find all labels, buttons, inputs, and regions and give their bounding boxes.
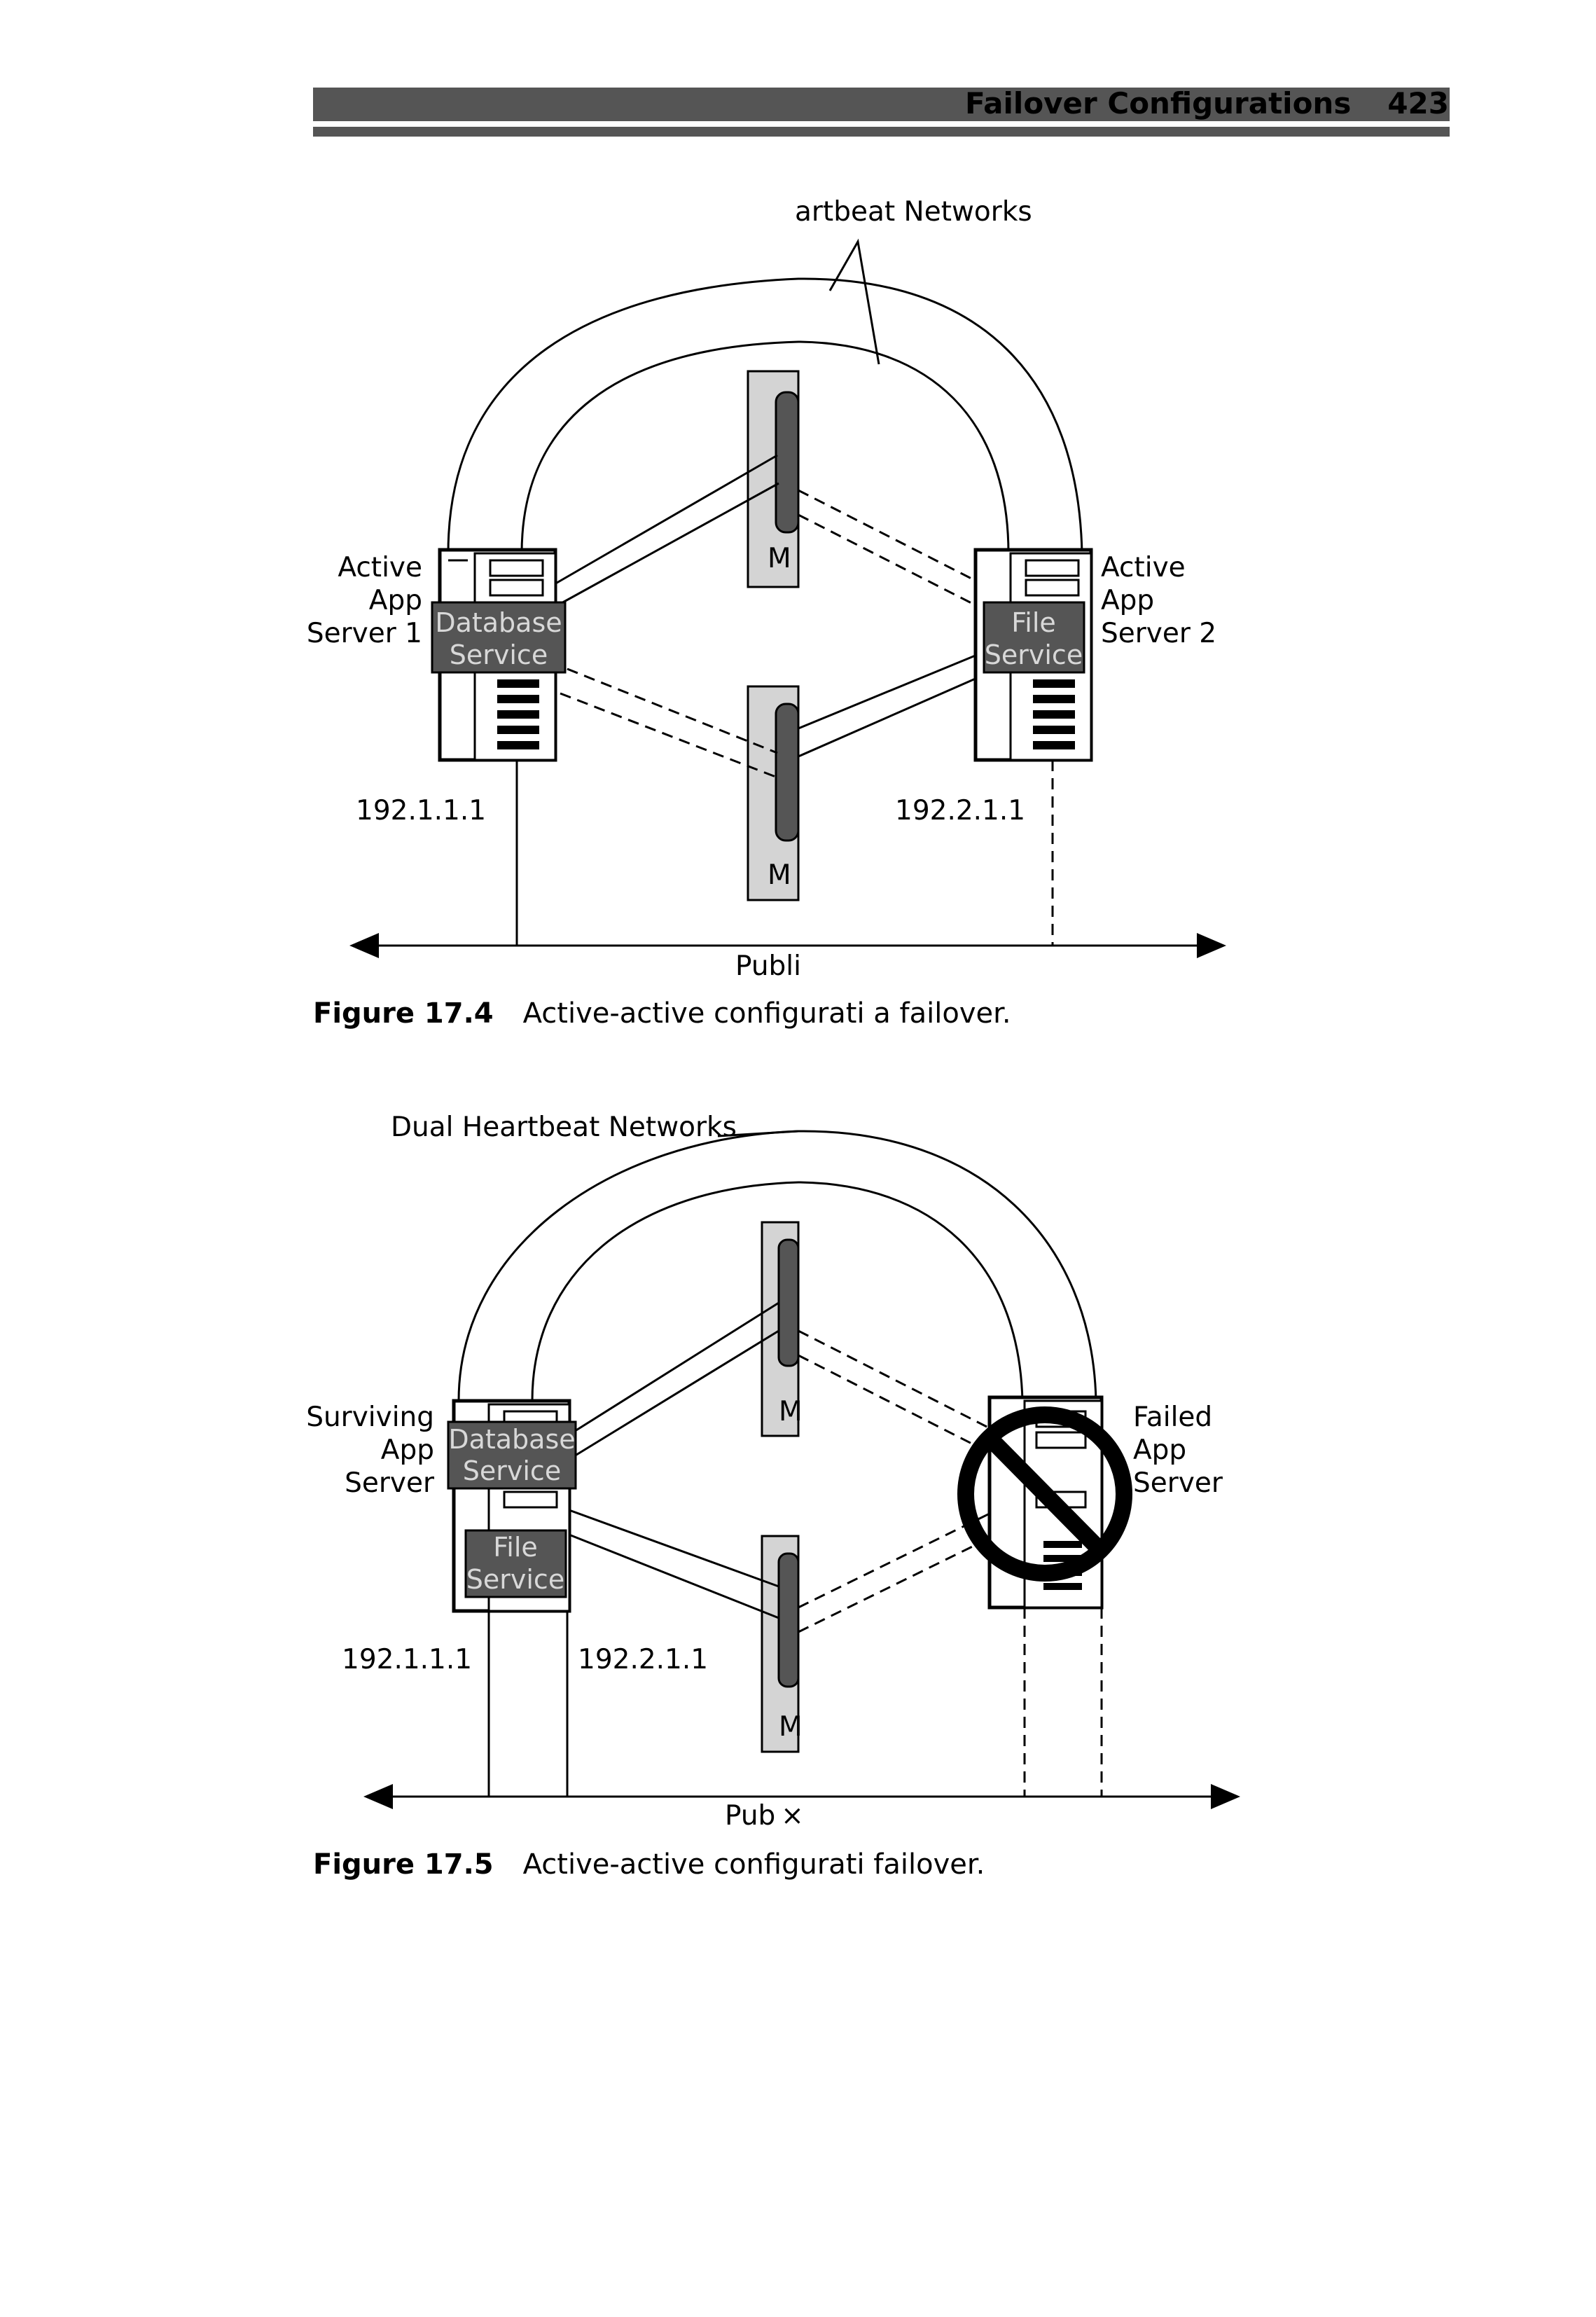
right-server-label-3: Server 2 (1101, 618, 1216, 649)
ip-label-2: 192.2.1.1 (578, 1644, 708, 1675)
right-server-label-2: App (1101, 585, 1154, 616)
page-number: 423 (1387, 86, 1449, 120)
service-line-2: Service (463, 1455, 561, 1486)
left-server-label-3: Server (345, 1467, 435, 1499)
left-server-label-1: Surviving (306, 1402, 434, 1433)
disk-bottom-label: M (768, 859, 791, 891)
figure-17-4: artbeat Networks M M (307, 196, 1226, 982)
left-ip-label: 192.1.1.1 (356, 795, 486, 826)
heartbeat-arc-outer (447, 277, 1083, 554)
header-title: Failover Configurations (964, 86, 1352, 120)
caption-number: Figure 17.5 (313, 1848, 494, 1881)
file-service-box-right (983, 601, 1085, 674)
service-line-2: Service (450, 639, 548, 670)
figure-caption-17-5: Figure 17.5 Active-active configurati fai… (313, 1847, 985, 1882)
disk-top-label: M (779, 1396, 803, 1427)
right-server-label-3: Server (1133, 1467, 1223, 1499)
disk-cylinder-top (775, 391, 800, 534)
caption-number: Figure 17.4 (313, 997, 494, 1030)
failed-prohibition-icon (957, 1406, 1132, 1582)
service-line-1: Database (448, 1424, 575, 1455)
right-server-label-2: App (1133, 1434, 1186, 1466)
service-line-1: File (493, 1532, 538, 1563)
caption-text: Active-active configurati a failover. (522, 997, 1011, 1030)
network-label: Publi (735, 950, 801, 982)
network-label: Pub × (725, 1800, 804, 1832)
header-rule (313, 127, 1450, 137)
right-server-label-1: Failed (1133, 1402, 1212, 1433)
caption-text: Active-active configurati failover. (522, 1848, 985, 1881)
heartbeat-callout (828, 238, 880, 365)
disk-cylinder-bottom (775, 703, 800, 842)
service-line-2: Service (985, 639, 1083, 670)
header-bar (313, 88, 1450, 121)
left-server-label-2: App (381, 1434, 434, 1466)
left-server-label-3: Server 1 (307, 618, 422, 649)
heartbeat-arc-outer (457, 1130, 1097, 1402)
right-ip-label: 192.2.1.1 (895, 795, 1025, 826)
running-header: Failover Configurations 423 (965, 83, 1449, 125)
heartbeat-arc-inner (531, 1181, 1024, 1402)
figure-17-5: Dual Heartbeat Networks M M (306, 1112, 1240, 1832)
file-service-box (464, 1529, 567, 1598)
disk-cylinder-top (777, 1238, 800, 1367)
disk-bottom-label: M (779, 1711, 803, 1743)
heartbeat-label: Dual Heartbeat Networks (391, 1112, 737, 1143)
left-server-label-1: Active (338, 552, 422, 583)
left-server-label-2: App (369, 585, 422, 616)
right-server-label-1: Active (1101, 552, 1186, 583)
service-line-1: File (1011, 607, 1056, 638)
figure-caption-17-4: Figure 17.4 Active-active configurati a f… (313, 996, 1011, 1031)
service-line-2: Service (466, 1564, 564, 1595)
disk-cylinder-bottom (777, 1552, 800, 1688)
heartbeat-arc-inner (520, 340, 1010, 554)
disk-top-label: M (768, 543, 791, 574)
ip-label-1: 192.1.1.1 (342, 1644, 472, 1675)
database-service-box (447, 1420, 577, 1490)
service-line-1: Database (435, 607, 562, 638)
heartbeat-label: artbeat Networks (795, 196, 1032, 228)
database-service-box-left (431, 601, 567, 674)
